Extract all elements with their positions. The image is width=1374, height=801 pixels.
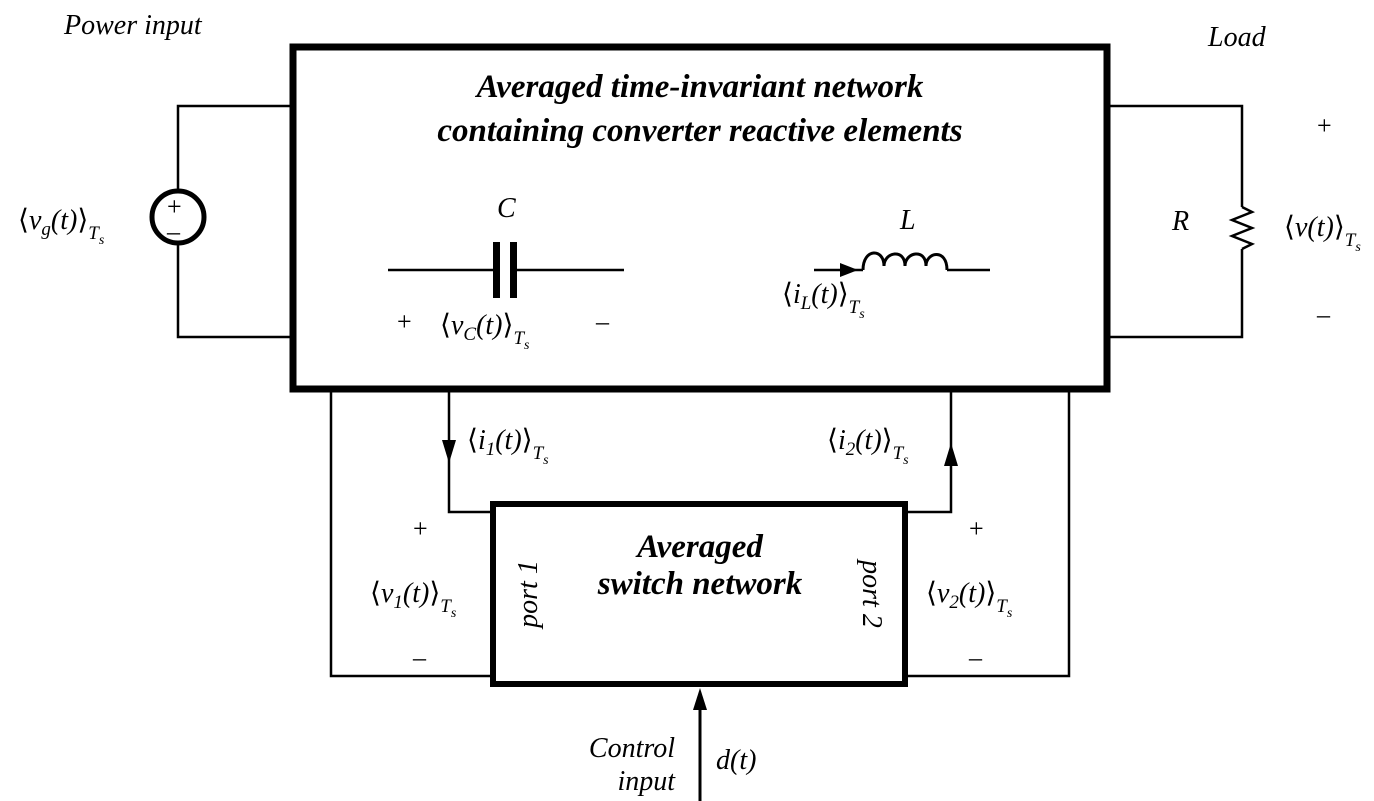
v-average-label: ⟨v(t)⟩Ts	[1284, 212, 1361, 255]
i2-arrow	[944, 443, 958, 466]
load-top-wire	[1107, 104, 1244, 207]
inductor-element	[814, 251, 990, 277]
interconnect-wires	[329, 389, 1071, 678]
control-label-line1: Control	[589, 733, 675, 764]
port2-label: port 2	[856, 558, 887, 628]
control-input	[693, 688, 707, 801]
voltage-source-symbol	[149, 188, 207, 246]
inductor-label: L	[899, 205, 916, 236]
switch-network-box	[490, 501, 908, 687]
resistor-symbol	[1228, 205, 1256, 251]
v2-minus: –	[968, 643, 983, 672]
v2-average-label: ⟨v2(t)⟩Ts	[926, 578, 1013, 621]
capacitor-element	[388, 242, 624, 298]
v1-plus: +	[413, 514, 428, 543]
v1-minus: –	[412, 643, 427, 672]
vc-minus: –	[595, 307, 610, 336]
duty-cycle-label: d(t)	[716, 745, 756, 776]
capacitor-plate-left	[493, 242, 500, 298]
v2-plus: +	[969, 514, 984, 543]
capacitor-label: C	[497, 193, 516, 224]
i2-average-label: ⟨i2(t)⟩Ts	[827, 425, 909, 468]
load-loop	[1107, 104, 1256, 339]
i1-arrow	[442, 440, 456, 463]
port1-label: port 1	[513, 560, 544, 630]
port2-outer-wire	[905, 389, 1071, 678]
il-average-label: ⟨iL(t)⟩Ts	[782, 279, 865, 322]
control-arrow	[693, 688, 707, 710]
port1-outer-wire	[329, 389, 493, 678]
source-loop: + –	[149, 104, 293, 339]
load-minus: –	[1316, 300, 1331, 329]
network-title-line2: containing converter reactive elements	[437, 113, 962, 149]
vg-average-label: ⟨vg(t)⟩Ts	[18, 205, 105, 248]
v1-average-label: ⟨v1(t)⟩Ts	[370, 578, 457, 621]
resistor-label: R	[1171, 206, 1189, 237]
switch-title-line2: switch network	[597, 566, 803, 602]
network-title-line1: Averaged time-invariant network	[475, 69, 924, 105]
source-bottom-wire	[176, 242, 293, 339]
power-input-label: Power input	[63, 10, 203, 41]
control-label-line2: input	[617, 766, 676, 797]
port1-inner-wire	[447, 389, 493, 514]
load-bottom-wire	[1107, 249, 1244, 339]
inductor-current-arrow	[840, 263, 858, 277]
source-top-wire	[176, 104, 293, 193]
switch-title-line1: Averaged	[635, 529, 763, 565]
averaged-network-box	[289, 43, 1111, 393]
source-plus: +	[167, 192, 182, 221]
port2-inner-wire	[905, 389, 953, 514]
i1-average-label: ⟨i1(t)⟩Ts	[467, 425, 549, 468]
inductor-coil	[861, 251, 949, 271]
vc-plus: +	[397, 307, 412, 336]
load-plus: +	[1317, 111, 1332, 140]
vc-average-label: ⟨vC(t)⟩Ts	[440, 310, 530, 353]
load-label: Load	[1207, 22, 1267, 53]
source-minus: –	[166, 217, 181, 246]
